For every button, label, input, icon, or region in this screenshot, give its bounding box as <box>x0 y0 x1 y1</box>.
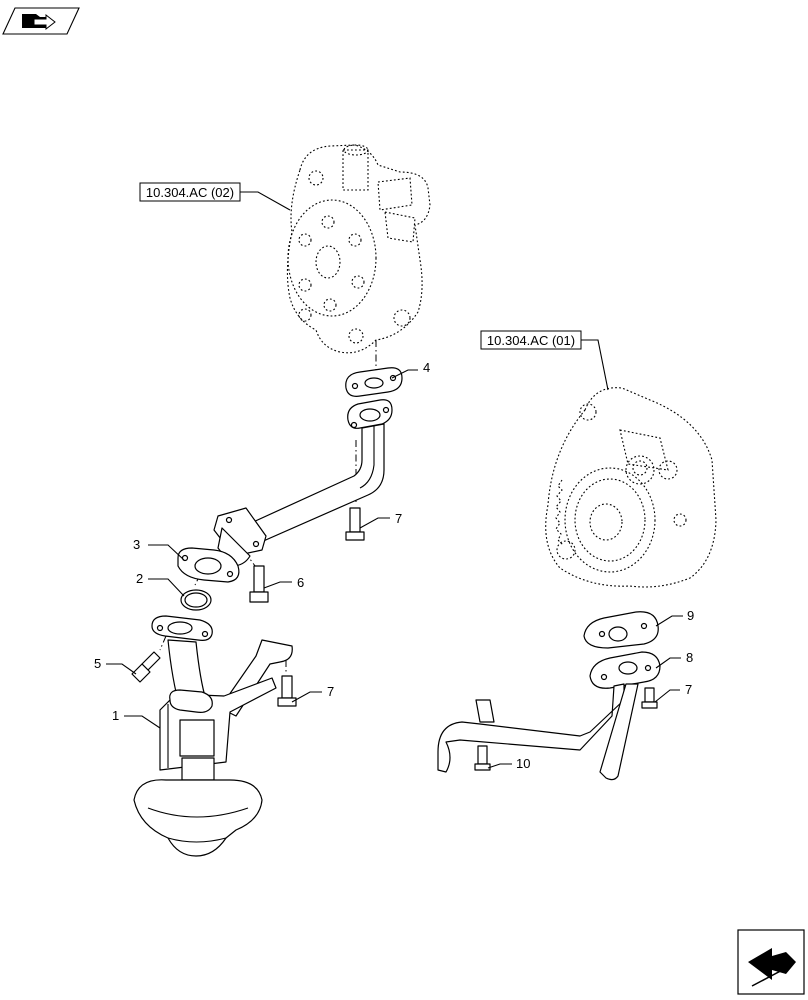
reference-label-right: 10.304.AC (01) <box>487 333 575 348</box>
callout-label: 7 <box>327 684 334 699</box>
reference-box-right[interactable]: 10.304.AC (01) <box>480 330 609 391</box>
callout-6[interactable]: 6 <box>263 575 304 590</box>
callout-label: 7 <box>395 511 402 526</box>
right-oil-pump-phantom <box>545 387 717 588</box>
callout-label: 1 <box>112 708 119 723</box>
bolt-part-5[interactable] <box>131 651 161 683</box>
callout-label: 9 <box>687 608 694 623</box>
callout-1[interactable]: 1 <box>112 708 161 729</box>
bolt-part-7-right[interactable] <box>641 687 658 709</box>
bolt-part-10[interactable] <box>474 745 491 771</box>
suction-pipe-part-8[interactable] <box>437 651 661 781</box>
callout-label: 8 <box>686 650 693 665</box>
gasket-part-9[interactable] <box>583 611 659 649</box>
callout-7-upper[interactable]: 7 <box>359 511 402 529</box>
callout-8[interactable]: 8 <box>655 650 693 669</box>
upper-oil-pump-phantom <box>286 144 431 354</box>
gasket-part-3[interactable] <box>177 547 240 583</box>
callout-4[interactable]: 4 <box>391 360 430 379</box>
callout-label: 2 <box>136 571 143 586</box>
reference-label-upper: 10.304.AC (02) <box>146 185 234 200</box>
reference-box-upper[interactable]: 10.304.AC (02) <box>139 182 291 211</box>
callout-5[interactable]: 5 <box>94 656 137 675</box>
next-page-arrow-icon[interactable] <box>737 929 805 995</box>
o-ring-part-2[interactable] <box>180 589 212 611</box>
callout-2[interactable]: 2 <box>136 571 185 597</box>
suction-pipe[interactable] <box>213 399 393 567</box>
callout-label: 6 <box>297 575 304 590</box>
callout-label: 10 <box>516 756 530 771</box>
callout-9[interactable]: 9 <box>655 608 694 627</box>
bolt-part-7-middle[interactable] <box>277 675 297 707</box>
callout-3[interactable]: 3 <box>133 537 185 561</box>
folder-arrow-icon[interactable] <box>2 7 80 35</box>
callout-10[interactable]: 10 <box>487 756 530 771</box>
callout-label: 5 <box>94 656 101 671</box>
alignment-line <box>159 635 167 651</box>
callout-7-right[interactable]: 7 <box>654 682 692 703</box>
callout-label: 3 <box>133 537 140 552</box>
bolt-part-7-upper[interactable] <box>345 507 365 541</box>
bolt-part-6[interactable] <box>249 565 269 603</box>
callout-label: 7 <box>685 682 692 697</box>
callout-7-middle[interactable]: 7 <box>291 684 334 703</box>
oil-strainer-part-1[interactable] <box>133 615 293 857</box>
callout-label: 4 <box>423 360 430 375</box>
gasket-part-4[interactable] <box>345 367 403 397</box>
